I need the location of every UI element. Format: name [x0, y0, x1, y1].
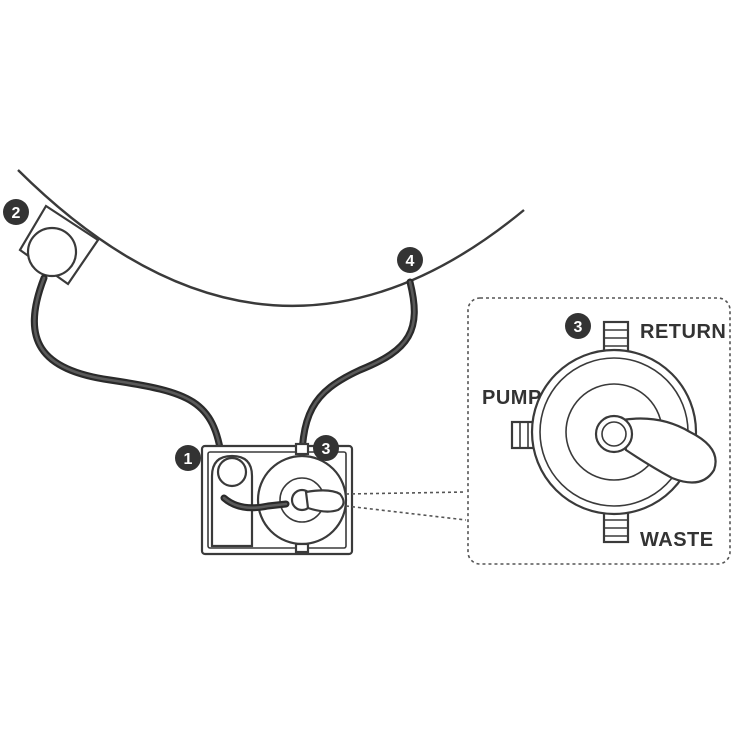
badge-3-detail-label: 3	[574, 319, 583, 336]
pump-label: PUMP	[482, 387, 542, 409]
pool-wall-arc	[17, 169, 525, 308]
valve-handle-icon	[620, 417, 717, 484]
badge-3-detail: 3	[565, 313, 591, 339]
return-label: RETURN	[640, 321, 726, 343]
badge-1-label: 1	[184, 451, 193, 468]
return-port	[602, 320, 630, 354]
filter-pump-icon	[200, 442, 354, 556]
badge-2-label: 2	[12, 205, 21, 222]
badge-3-label: 3	[322, 441, 331, 458]
badge-4: 4	[397, 247, 423, 273]
badge-1: 1	[175, 445, 201, 471]
waste-label: WASTE	[640, 529, 714, 551]
detail-box	[467, 297, 731, 565]
waste-port	[602, 510, 630, 544]
badge-4-label: 4	[406, 253, 415, 270]
badge-2: 2	[3, 199, 29, 225]
badge-3: 3	[313, 435, 339, 461]
hose-skimmer-to-pump	[30, 274, 226, 464]
leader-line-top	[345, 491, 467, 495]
hose-return-to-valve	[298, 278, 418, 482]
leader-line-bottom	[345, 505, 467, 521]
multiport-valve-icon	[510, 320, 717, 544]
skimmer-icon	[18, 204, 100, 286]
